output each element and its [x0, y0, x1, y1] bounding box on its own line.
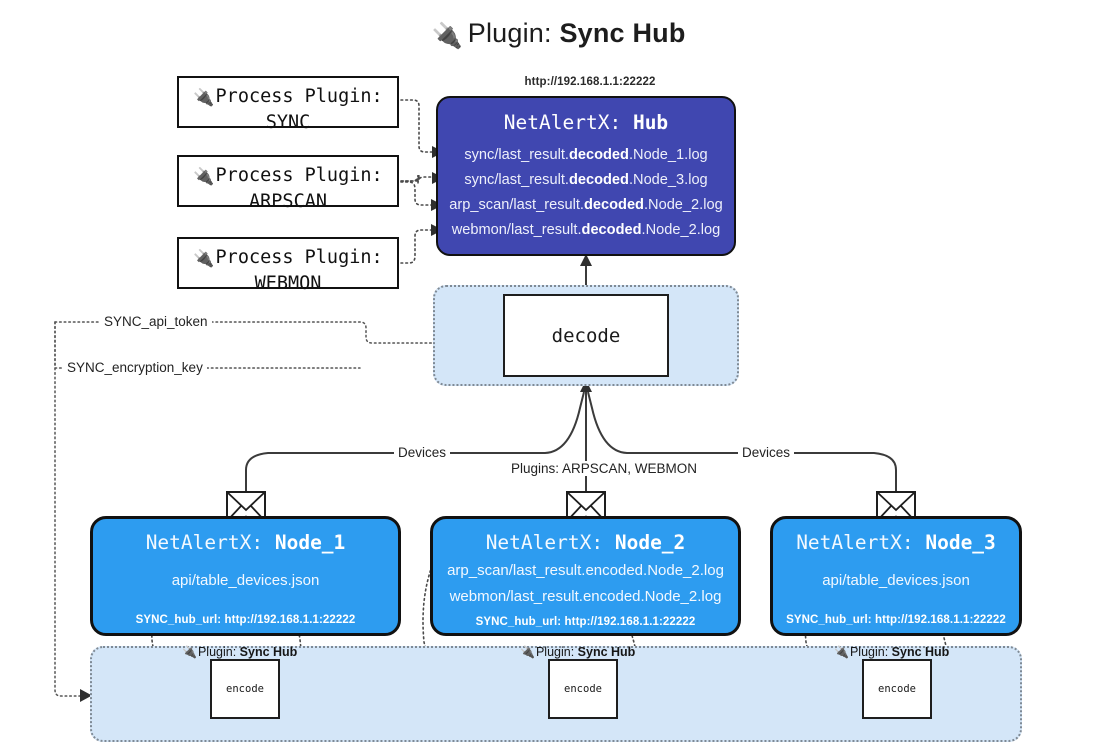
- encode-box-2[interactable]: encode: [548, 659, 618, 719]
- node-line: arp_scan/last_result.encoded.Node_2.log: [447, 562, 724, 579]
- plug-icon: 🔌: [520, 645, 535, 659]
- node-1[interactable]: NetAlertX: Node_1 api/table_devices.json…: [90, 516, 401, 636]
- node-title: NetAlertX: Node_2: [485, 531, 686, 554]
- node-footer: SYNC_hub_url: http://192.168.1.1:22222: [135, 614, 356, 626]
- page-title: 🔌Plugin: Sync Hub: [0, 18, 1117, 51]
- node-3[interactable]: NetAlertX: Node_3 api/table_devices.json…: [770, 516, 1022, 636]
- node-line: api/table_devices.json: [822, 572, 970, 589]
- node-name: Node_1: [274, 531, 346, 554]
- node-title: NetAlertX: Node_3: [796, 531, 996, 554]
- hub-title: NetAlertX: Hub: [438, 111, 734, 134]
- process-plugin-name: SYNC: [265, 112, 311, 134]
- hub-node[interactable]: NetAlertX: Hub sync/last_result.decoded.…: [436, 96, 736, 256]
- label-sync-api-token: SYNC_api_token: [100, 314, 212, 329]
- label-devices-right: Devices: [738, 445, 795, 460]
- process-plugin-arpscan[interactable]: 🔌Process Plugin: ARPSCAN: [177, 155, 399, 212]
- encode-box-3[interactable]: encode: [862, 659, 932, 719]
- decode-box[interactable]: decode: [503, 294, 669, 377]
- hub-log-line: sync/last_result.decoded.Node_3.log: [464, 172, 708, 188]
- encoder-plugin-label-2: 🔌Plugin: Sync Hub: [520, 645, 636, 659]
- node-footer: SYNC_hub_url: http://192.168.1.1:22222: [475, 616, 696, 628]
- hub-log-line: sync/last_result.decoded.Node_1.log: [464, 147, 708, 163]
- plug-icon: 🔌: [834, 645, 849, 659]
- hub-log-line: arp_scan/last_result.decoded.Node_2.log: [449, 197, 723, 213]
- node-name: Node_2: [614, 531, 686, 554]
- plug-icon: 🔌: [193, 167, 215, 187]
- encoder-plugin-label-1: 🔌Plugin: Sync Hub: [182, 645, 298, 659]
- process-plugin-name: ARPSCAN: [249, 191, 327, 213]
- process-plugin-label: Process Plugin:: [215, 247, 383, 268]
- label-sync-encryption-key: SYNC_encryption_key: [63, 360, 207, 375]
- process-plugin-label: Process Plugin:: [215, 86, 383, 107]
- encode-box-1[interactable]: encode: [210, 659, 280, 719]
- title-name: Sync Hub: [559, 18, 686, 48]
- plug-icon: 🔌: [193, 249, 215, 269]
- encoder-plugin-label-3: 🔌Plugin: Sync Hub: [834, 645, 950, 659]
- node-footer: SYNC_hub_url: http://192.168.1.1:22222: [786, 614, 1006, 626]
- hub-log-list: sync/last_result.decoded.Node_1.log sync…: [438, 143, 734, 243]
- node-title: NetAlertX: Node_1: [145, 531, 346, 554]
- plug-icon: 🔌: [193, 88, 215, 108]
- process-plugin-sync[interactable]: 🔌Process Plugin: SYNC: [177, 76, 399, 133]
- plug-icon: 🔌: [182, 645, 197, 659]
- hub-instance-name: Hub: [632, 111, 669, 134]
- node-name: Node_3: [925, 531, 996, 554]
- hub-app-name: NetAlertX:: [503, 111, 622, 134]
- label-plugins-center: Plugins: ARPSCAN, WEBMON: [507, 461, 702, 476]
- title-prefix: Plugin:: [467, 18, 552, 48]
- process-plugin-webmon[interactable]: 🔌Process Plugin: WEBMON: [177, 237, 399, 294]
- hub-url: http://192.168.1.1:22222: [524, 76, 656, 88]
- process-plugin-name: WEBMON: [254, 273, 322, 295]
- hub-log-line: webmon/last_result.decoded.Node_2.log: [451, 222, 721, 238]
- node-line: webmon/last_result.encoded.Node_2.log: [449, 588, 722, 605]
- plug-icon: 🔌: [431, 22, 463, 50]
- label-devices-left: Devices: [394, 445, 451, 460]
- process-plugin-label: Process Plugin:: [215, 165, 383, 186]
- node-line: api/table_devices.json: [171, 572, 320, 589]
- node-2[interactable]: NetAlertX: Node_2 arp_scan/last_result.e…: [430, 516, 741, 636]
